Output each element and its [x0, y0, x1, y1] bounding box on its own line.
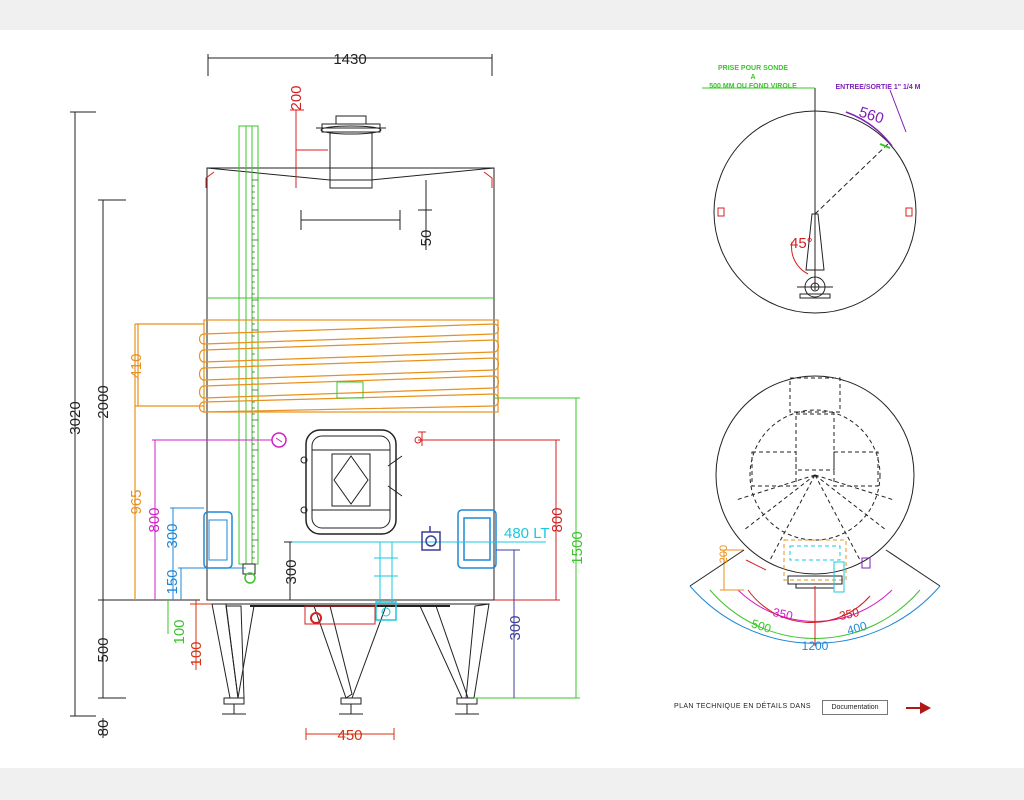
dim-350-right-label: 350: [838, 605, 861, 623]
front-view-labels: 1430 3020 2000 500 80 200 50 410 965 800…: [67, 51, 586, 744]
bottom-drain: [304, 605, 395, 740]
probe-note-line3: 500 MM OU FOND VIROLE: [709, 83, 797, 90]
arc-dim-label: 560: [857, 104, 886, 128]
inlet-note: ENTREE/SORTIE 1" 1/4 M: [835, 84, 920, 91]
blue-dimension-300: [170, 507, 246, 600]
dim-magenta-label: 800: [146, 507, 163, 532]
dim-top-gap-label: 50: [418, 230, 435, 247]
tank-roof: [206, 167, 495, 181]
tank-legs: [211, 603, 490, 715]
dim-leg-spacing-label: 450: [337, 727, 362, 744]
magenta-dimension-800: [152, 432, 287, 600]
top-manhole: [316, 115, 386, 189]
arrow-right-icon[interactable]: [904, 701, 932, 715]
angle-label: 45°: [790, 235, 813, 252]
dim-right-1500-label: 1500: [569, 531, 586, 564]
dim-350-left-label: 350: [772, 605, 795, 623]
dim-navy-300-label: 300: [507, 615, 524, 640]
level-gauge: [238, 125, 259, 565]
volume-line: [292, 541, 546, 621]
dim-blue-150-label: 150: [164, 569, 181, 594]
probe-note-line2: A: [750, 74, 755, 81]
dim-jacket-base-label: 965: [128, 489, 145, 514]
green-dimension-1500: [474, 397, 580, 699]
dim-right-800-label: 800: [549, 507, 566, 532]
bottom-view-labels: 200 350 350 500 400 1200: [718, 545, 869, 653]
top-view: [702, 87, 917, 314]
small-dimensions-100: [167, 600, 212, 670]
dim-500-label: 500: [750, 616, 774, 636]
front-view: [70, 54, 495, 738]
bottom-view: [689, 375, 941, 646]
dim-body-height-label: 2000: [95, 385, 112, 418]
probe-note-line1: PRISE POUR SONDE: [718, 65, 788, 72]
side-manhole-door: [300, 429, 403, 535]
dim-legs-height-label: 500: [95, 637, 112, 662]
dim-jacket-label: 410: [128, 353, 145, 378]
volume-label: 480 LT: [504, 525, 550, 542]
level-gauge-base: [242, 563, 256, 584]
tank-drawing: 1430 3020 2000 500 80 200 50 410 965 800…: [67, 51, 941, 744]
level-gauge-ticks: [252, 179, 258, 559]
cooling-jacket: [134, 319, 500, 600]
right-valve-fitting: [457, 509, 497, 569]
footer-text: PLAN TECHNIQUE EN DÉTAILS DANS: [674, 703, 811, 710]
dim-1200-label: 1200: [802, 639, 829, 653]
dim-orange-100-label: 100: [188, 641, 205, 666]
dim-400-label: 400: [845, 619, 868, 638]
technical-drawing-sheet: 1430 3020 2000 500 80 200 50 410 965 800…: [0, 30, 1024, 768]
dim-neck-label: 200: [288, 85, 305, 110]
dim-total-height-label: 3020: [67, 401, 84, 434]
navy-dimension-300: [496, 549, 520, 698]
dim-200-label: 200: [718, 545, 730, 563]
dim-width-label: 1430: [333, 51, 366, 68]
outlet-pump: [421, 526, 441, 551]
top-view-labels: PRISE POUR SONDE A 500 MM OU FOND VIROLE…: [709, 65, 920, 252]
dim-feet-label: 80: [95, 720, 112, 737]
dim-green-100-label: 100: [171, 619, 188, 644]
jacket-nameplate: [336, 381, 364, 399]
dim-outlet-label: 300: [283, 559, 300, 584]
documentation-button[interactable]: Documentation: [822, 700, 888, 715]
red-dimension-800: [205, 109, 560, 601]
dim-blue-300-label: 300: [164, 523, 181, 548]
